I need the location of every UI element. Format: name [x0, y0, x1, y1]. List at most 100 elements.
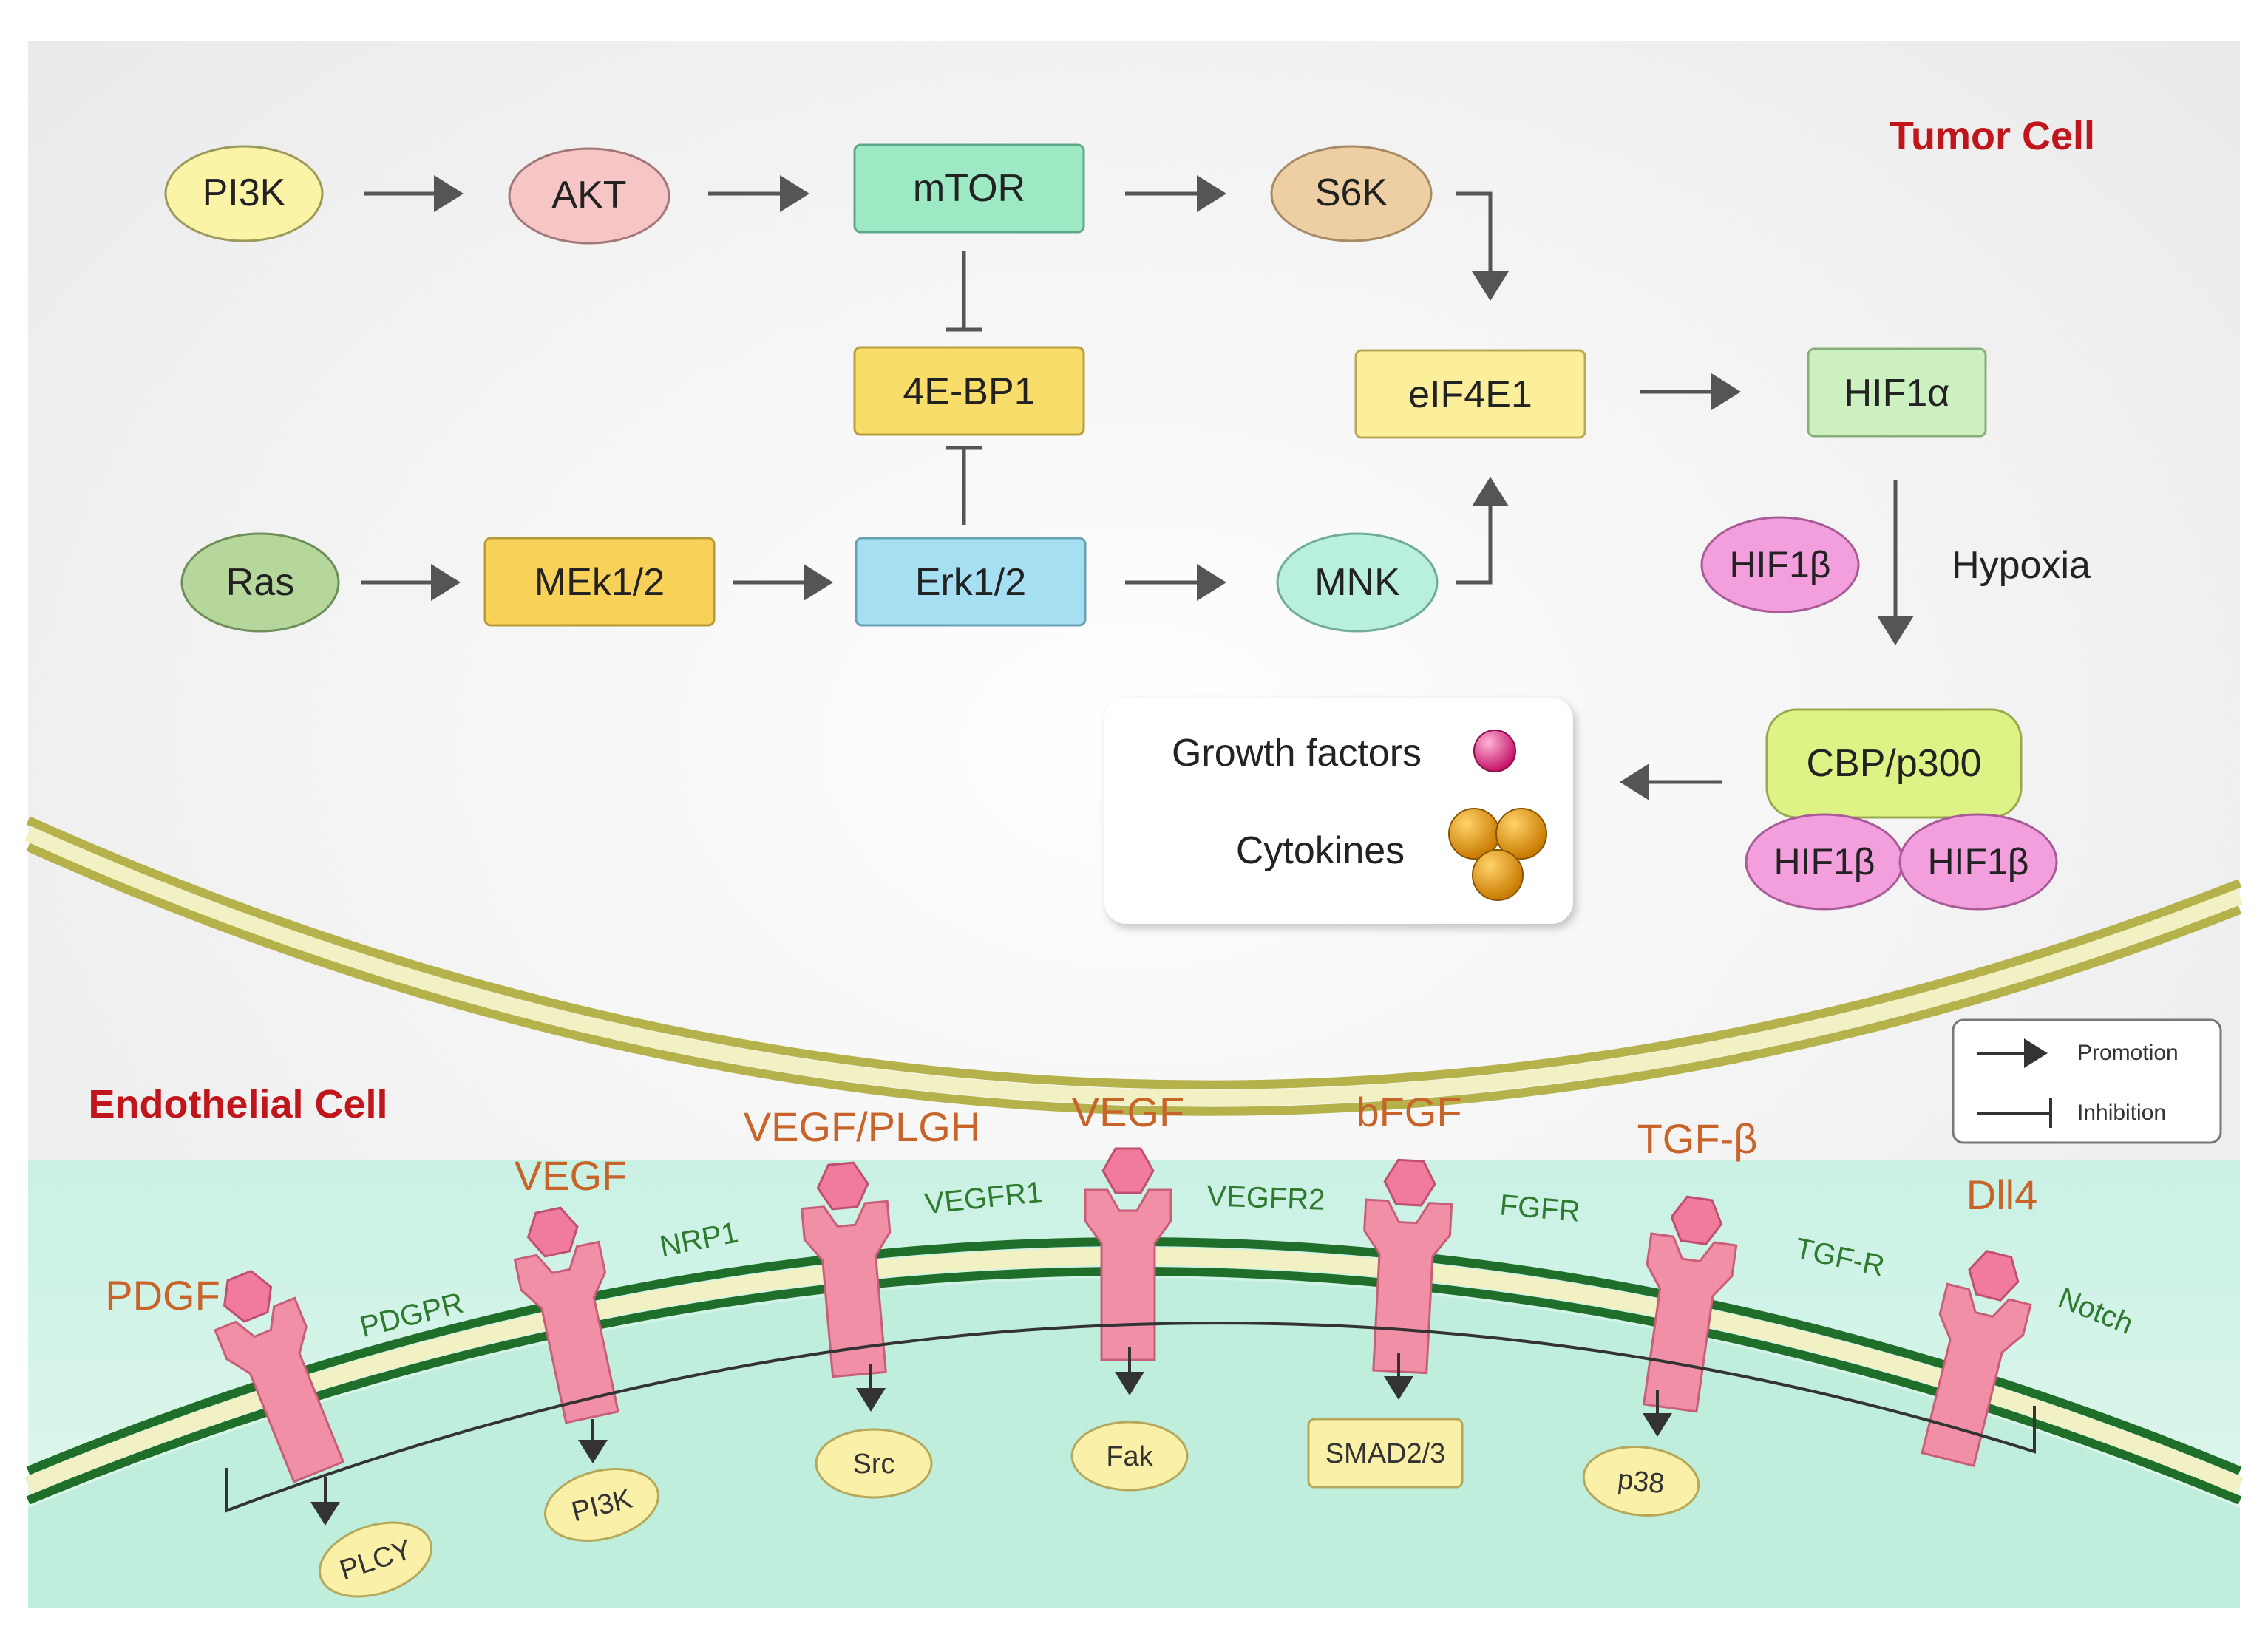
node-pi3k-label: PI3K	[203, 171, 286, 214]
node-ebp1-shape	[853, 346, 1085, 436]
secreted-factors-panel	[1104, 698, 1573, 924]
node-eif4e1: eIF4E1	[1354, 349, 1586, 439]
node-eif4e1-label: eIF4E1	[1408, 373, 1532, 416]
node-s6k-shape	[1270, 145, 1433, 242]
node-hif1b-b-shape	[1898, 813, 2058, 911]
node-mek-shape	[483, 537, 716, 627]
node-akt: AKT	[508, 147, 670, 245]
node-hif1a-shape	[1807, 347, 1987, 438]
receptor-6-body	[1642, 1232, 1738, 1413]
receptor-2-ligand-hexagon-icon	[526, 1206, 579, 1258]
receptor-2-body	[513, 1240, 619, 1424]
effector-1: PLCY	[310, 1477, 433, 1598]
node-mtor-label: mTOR	[913, 167, 1025, 210]
node-hif1b-a: HIF1β	[1745, 813, 1904, 911]
node-mnk-shape	[1276, 532, 1439, 633]
node-akt-label: AKT	[551, 174, 626, 217]
node-akt-shape	[508, 147, 670, 245]
node-hif1b-b: HIF1β	[1898, 813, 2058, 911]
ligand-label-7: Dll4	[1966, 1171, 2037, 1218]
cytokines-label: Cytokines	[1236, 829, 1405, 872]
arrow-mnk-eif4e1	[1456, 477, 1509, 585]
node-hif1a-label: HIF1α	[1844, 372, 1950, 415]
node-mnk-label: MNK	[1314, 561, 1400, 604]
node-hif1b-free-label: HIF1β	[1729, 544, 1830, 585]
receptor-7-ligand-hexagon-icon	[1968, 1250, 2020, 1302]
node-erk-label: Erk1/2	[915, 561, 1026, 604]
effector-5-label: SMAD2/3	[1325, 1438, 1446, 1469]
pathway-arrows	[361, 175, 1914, 800]
receptor-6	[1642, 1195, 1738, 1413]
ligand-label-2: VEGF	[515, 1152, 627, 1199]
node-ebp1-label: 4E-BP1	[903, 370, 1035, 413]
cytokine-sphere-icon-3	[1472, 849, 1524, 901]
receptor-1-body	[214, 1296, 345, 1483]
endothelial-cell-title: Endothelial Cell	[88, 1082, 387, 1126]
receptor-7-body	[1921, 1282, 2032, 1467]
growth-factor-sphere-icon	[1473, 730, 1516, 772]
ligand-label-1: PDGF	[105, 1272, 220, 1319]
node-hif1b-free: HIF1β	[1700, 516, 1860, 613]
node-ras: Ras	[180, 532, 340, 633]
receptor-5-ligand-hexagon-icon	[1383, 1158, 1436, 1207]
node-hif1b-b-label: HIF1β	[1927, 841, 2028, 882]
hypoxia-label: Hypoxia	[1952, 544, 2091, 587]
intracellular-signaling-line	[225, 1322, 2036, 1513]
node-hif1a: HIF1α	[1807, 347, 1987, 438]
tumor-cell-title: Tumor Cell	[1890, 114, 2095, 158]
node-mek-label: MEk1/2	[534, 561, 665, 604]
receptor-3-ligand-hexagon-icon	[816, 1161, 869, 1211]
effector-4-shape	[1070, 1421, 1189, 1492]
effector-4: Fak	[1070, 1347, 1189, 1492]
receptor-4-body	[1084, 1188, 1172, 1361]
effector-2: PI3K	[544, 1419, 659, 1542]
node-eif4e1-shape	[1354, 349, 1586, 439]
legend: Promotion Inhibition	[1952, 1018, 2222, 1144]
receptor-4	[1084, 1147, 1172, 1361]
effector-3-shape	[815, 1428, 933, 1499]
receptor-3-body	[801, 1200, 892, 1378]
node-hif1b-free-shape	[1700, 516, 1860, 613]
ligand-label-6: TGF-β	[1637, 1115, 1758, 1162]
effector-4-label: Fak	[1106, 1441, 1153, 1472]
receptor-1	[214, 1270, 345, 1483]
ligand-label-5: bFGF	[1356, 1089, 1461, 1135]
tumor-cell-membrane-fill	[24, 826, 2244, 1106]
ligand-label-4: VEGF	[1072, 1089, 1184, 1135]
effector-3: Src	[815, 1364, 933, 1499]
node-erk: Erk1/2	[855, 537, 1087, 627]
secreted-factors-box: Growth factors Cytokines	[1104, 698, 1573, 924]
node-ras-shape	[180, 532, 340, 633]
cytokine-sphere-icon-2	[1495, 808, 1547, 860]
node-pi3k-shape	[164, 145, 324, 242]
receptor-1-ligand-hexagon-icon	[223, 1270, 273, 1323]
node-s6k-label: S6K	[1315, 171, 1388, 214]
effector-1-shape	[318, 1521, 433, 1598]
effector-5: SMAD2/3	[1307, 1353, 1464, 1489]
legend-promotion-label: Promotion	[2077, 1041, 2179, 1065]
inhibition-lines	[946, 251, 982, 525]
tumor-cell-membrane-inner	[26, 843, 2242, 1116]
node-hif1b-a-label: HIF1β	[1773, 841, 1875, 882]
receptor-label-5: FGFR	[1498, 1188, 1581, 1228]
node-mek: MEk1/2	[483, 537, 716, 627]
receptor-4-ligand-hexagon-icon	[1101, 1147, 1155, 1194]
node-erk-shape	[855, 537, 1087, 627]
ligand-label-3: VEGF/PLGH	[744, 1103, 981, 1150]
node-s6k: S6K	[1270, 145, 1433, 242]
receptor-3	[801, 1161, 892, 1378]
growth-factors-label: Growth factors	[1172, 732, 1422, 775]
node-cbp: CBP/p300	[1765, 708, 2023, 819]
effector-3-label: Src	[853, 1449, 895, 1480]
receptor-6-ligand-hexagon-icon	[1670, 1195, 1723, 1246]
receptor-label-4: VEGFR2	[1206, 1180, 1325, 1217]
node-cbp-label: CBP/p300	[1806, 742, 1981, 785]
receptor-7	[1921, 1250, 2032, 1467]
tumor-cell-membrane-outer	[26, 816, 2242, 1089]
effector-6: p38	[1582, 1390, 1700, 1517]
effector-5-shape	[1307, 1418, 1464, 1489]
legend-inhibition-label: Inhibition	[2077, 1101, 2166, 1125]
receptor-2	[513, 1206, 619, 1424]
node-ras-label: Ras	[226, 561, 294, 604]
effector-layer: PLCY PI3K Src Fak SMAD2/3 p38	[310, 1347, 1700, 1598]
